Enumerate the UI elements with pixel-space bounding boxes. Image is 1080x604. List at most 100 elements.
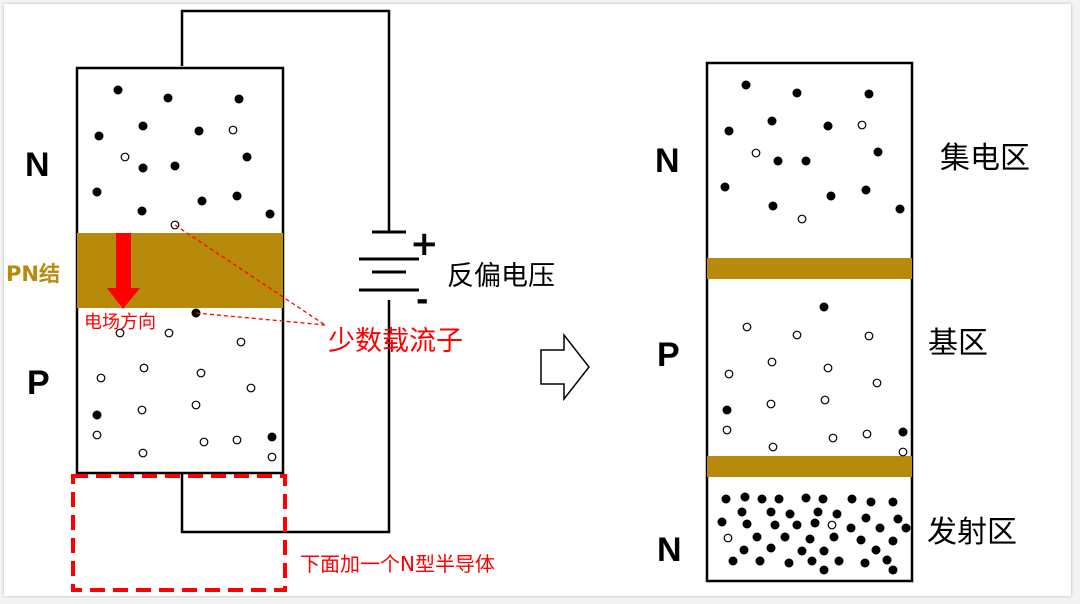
left-n-region-label: N bbox=[25, 146, 50, 184]
electron-dot bbox=[137, 206, 147, 216]
electron-dot bbox=[766, 543, 776, 553]
transition-arrow bbox=[540, 332, 590, 402]
electron-dot bbox=[866, 497, 876, 507]
emitter-junction-band bbox=[707, 456, 912, 477]
electron-dot bbox=[873, 147, 883, 157]
minority-carrier-label: 少数载流子 bbox=[328, 326, 463, 357]
electron-dot bbox=[860, 558, 870, 568]
electron-dot bbox=[895, 204, 905, 214]
electron-dot bbox=[737, 507, 747, 517]
hole-dot bbox=[236, 337, 246, 347]
electron-dot bbox=[805, 534, 815, 544]
electron-dot bbox=[864, 89, 874, 99]
electron-dot bbox=[741, 80, 751, 90]
emitter-region-label: 发射区 bbox=[927, 515, 1017, 550]
hole-dot bbox=[820, 395, 830, 405]
left-p-region-label: P bbox=[27, 364, 50, 402]
electron-dot bbox=[113, 85, 123, 95]
electron-dot bbox=[94, 131, 104, 141]
electron-dot bbox=[819, 565, 829, 575]
electron-dot bbox=[818, 494, 828, 504]
electron-dot bbox=[819, 546, 829, 556]
added-layer-label: 下面加一个N型半导体 bbox=[300, 552, 495, 576]
electron-dot bbox=[722, 405, 732, 415]
base-p-label: P bbox=[657, 336, 680, 374]
hole-dot bbox=[267, 452, 277, 462]
electron-dot bbox=[784, 558, 794, 568]
hole-dot bbox=[751, 148, 761, 158]
electron-dot bbox=[138, 121, 148, 131]
electron-dot bbox=[829, 532, 839, 542]
electron-dot bbox=[801, 493, 811, 503]
transistor-box bbox=[705, 61, 914, 583]
electron-dot bbox=[170, 161, 180, 171]
hole-dot bbox=[898, 447, 908, 457]
left-diagram: + - 反偏电压 N P PN结 电场方向 少数载流子 下面加一个N型半导体 bbox=[6, 9, 555, 592]
electron-dot bbox=[847, 494, 857, 504]
electron-dot bbox=[768, 201, 778, 211]
hole-dot bbox=[722, 425, 732, 435]
electron-dot bbox=[797, 546, 807, 556]
hole-dot bbox=[120, 152, 130, 162]
pointer-line-1 bbox=[174, 224, 326, 326]
hole-dot bbox=[164, 328, 174, 338]
hole-dot bbox=[797, 214, 807, 224]
electron-dot bbox=[792, 520, 802, 530]
hole-dot bbox=[138, 448, 148, 458]
electron-dot bbox=[138, 163, 148, 173]
electron-dot bbox=[898, 427, 908, 437]
pointer-line-2 bbox=[195, 312, 326, 326]
electron-dot bbox=[888, 497, 898, 507]
electron-dot bbox=[163, 93, 173, 103]
electron-dot bbox=[752, 532, 762, 542]
hole-dot bbox=[792, 330, 802, 340]
electron-dot bbox=[875, 523, 885, 533]
electron-dot bbox=[197, 196, 207, 206]
electron-dot bbox=[801, 156, 811, 166]
field-direction-label: 电场方向 bbox=[84, 312, 156, 333]
hole-dot bbox=[191, 400, 201, 410]
electron-dot bbox=[92, 410, 102, 420]
electron-dot bbox=[773, 156, 783, 166]
electron-dot bbox=[267, 432, 277, 442]
hole-dot bbox=[723, 533, 733, 543]
electron-dot bbox=[861, 185, 871, 195]
electron-dot bbox=[882, 555, 892, 565]
hole-dot bbox=[768, 442, 778, 452]
electron-dot bbox=[770, 520, 780, 530]
electron-dot bbox=[780, 532, 790, 542]
hole-dot bbox=[246, 383, 256, 393]
hole-dot bbox=[232, 435, 242, 445]
electron-dot bbox=[774, 494, 784, 504]
electron-dot bbox=[893, 514, 903, 524]
battery-minus-sign: - bbox=[416, 283, 428, 318]
electron-dot bbox=[901, 523, 911, 533]
hole-dot bbox=[864, 331, 874, 341]
electron-dot bbox=[757, 494, 767, 504]
battery-symbol bbox=[359, 230, 419, 292]
hole-dot bbox=[766, 399, 776, 409]
hole-dot bbox=[742, 322, 752, 332]
hole-dot bbox=[862, 429, 872, 439]
electron-dot bbox=[717, 517, 727, 527]
electron-dot bbox=[810, 518, 820, 528]
collector-junction-band bbox=[707, 258, 912, 279]
electron-dot bbox=[92, 187, 102, 197]
electron-dot bbox=[724, 126, 734, 136]
electron-dot bbox=[846, 523, 856, 533]
hole-dot bbox=[724, 369, 734, 379]
hole-dot bbox=[872, 378, 882, 388]
collector-region-label: 集电区 bbox=[940, 141, 1030, 176]
hole-dot bbox=[137, 405, 147, 415]
hole-dot bbox=[92, 430, 102, 440]
electron-dot bbox=[766, 507, 776, 517]
electron-dot bbox=[856, 535, 866, 545]
electron-dot bbox=[888, 536, 898, 546]
hole-dot bbox=[139, 363, 149, 373]
electron-dot bbox=[721, 494, 731, 504]
field-arrow-head bbox=[107, 288, 140, 309]
emitter-n-label: N bbox=[657, 531, 682, 569]
electron-dot bbox=[720, 182, 730, 192]
electron-dot bbox=[742, 519, 752, 529]
